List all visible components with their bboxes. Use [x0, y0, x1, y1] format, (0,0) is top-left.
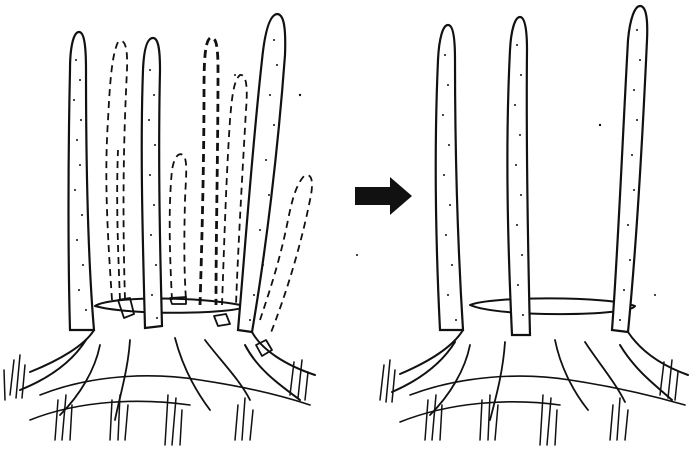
stump-roots: [392, 330, 688, 422]
kept-stem: [69, 32, 95, 330]
removed-shoot: [106, 41, 127, 300]
kept-stem: [507, 17, 530, 335]
kept-stem: [612, 6, 647, 332]
stump-top: [470, 298, 635, 314]
panel-before: [4, 14, 315, 445]
kept-stem: [238, 14, 285, 332]
panel-after: [380, 6, 688, 445]
kept-stems: [69, 14, 286, 332]
removed-shoot: [170, 154, 187, 300]
kept-stems: [436, 6, 647, 335]
kept-stem: [436, 25, 463, 330]
cut-stub: [118, 298, 134, 318]
removed-shoot: [200, 38, 218, 305]
kept-stem: [142, 38, 162, 328]
stem-stipple: [442, 29, 641, 321]
arrow-right-icon: [355, 177, 412, 215]
removed-shoot: [117, 150, 120, 300]
cut-stub: [214, 314, 230, 326]
